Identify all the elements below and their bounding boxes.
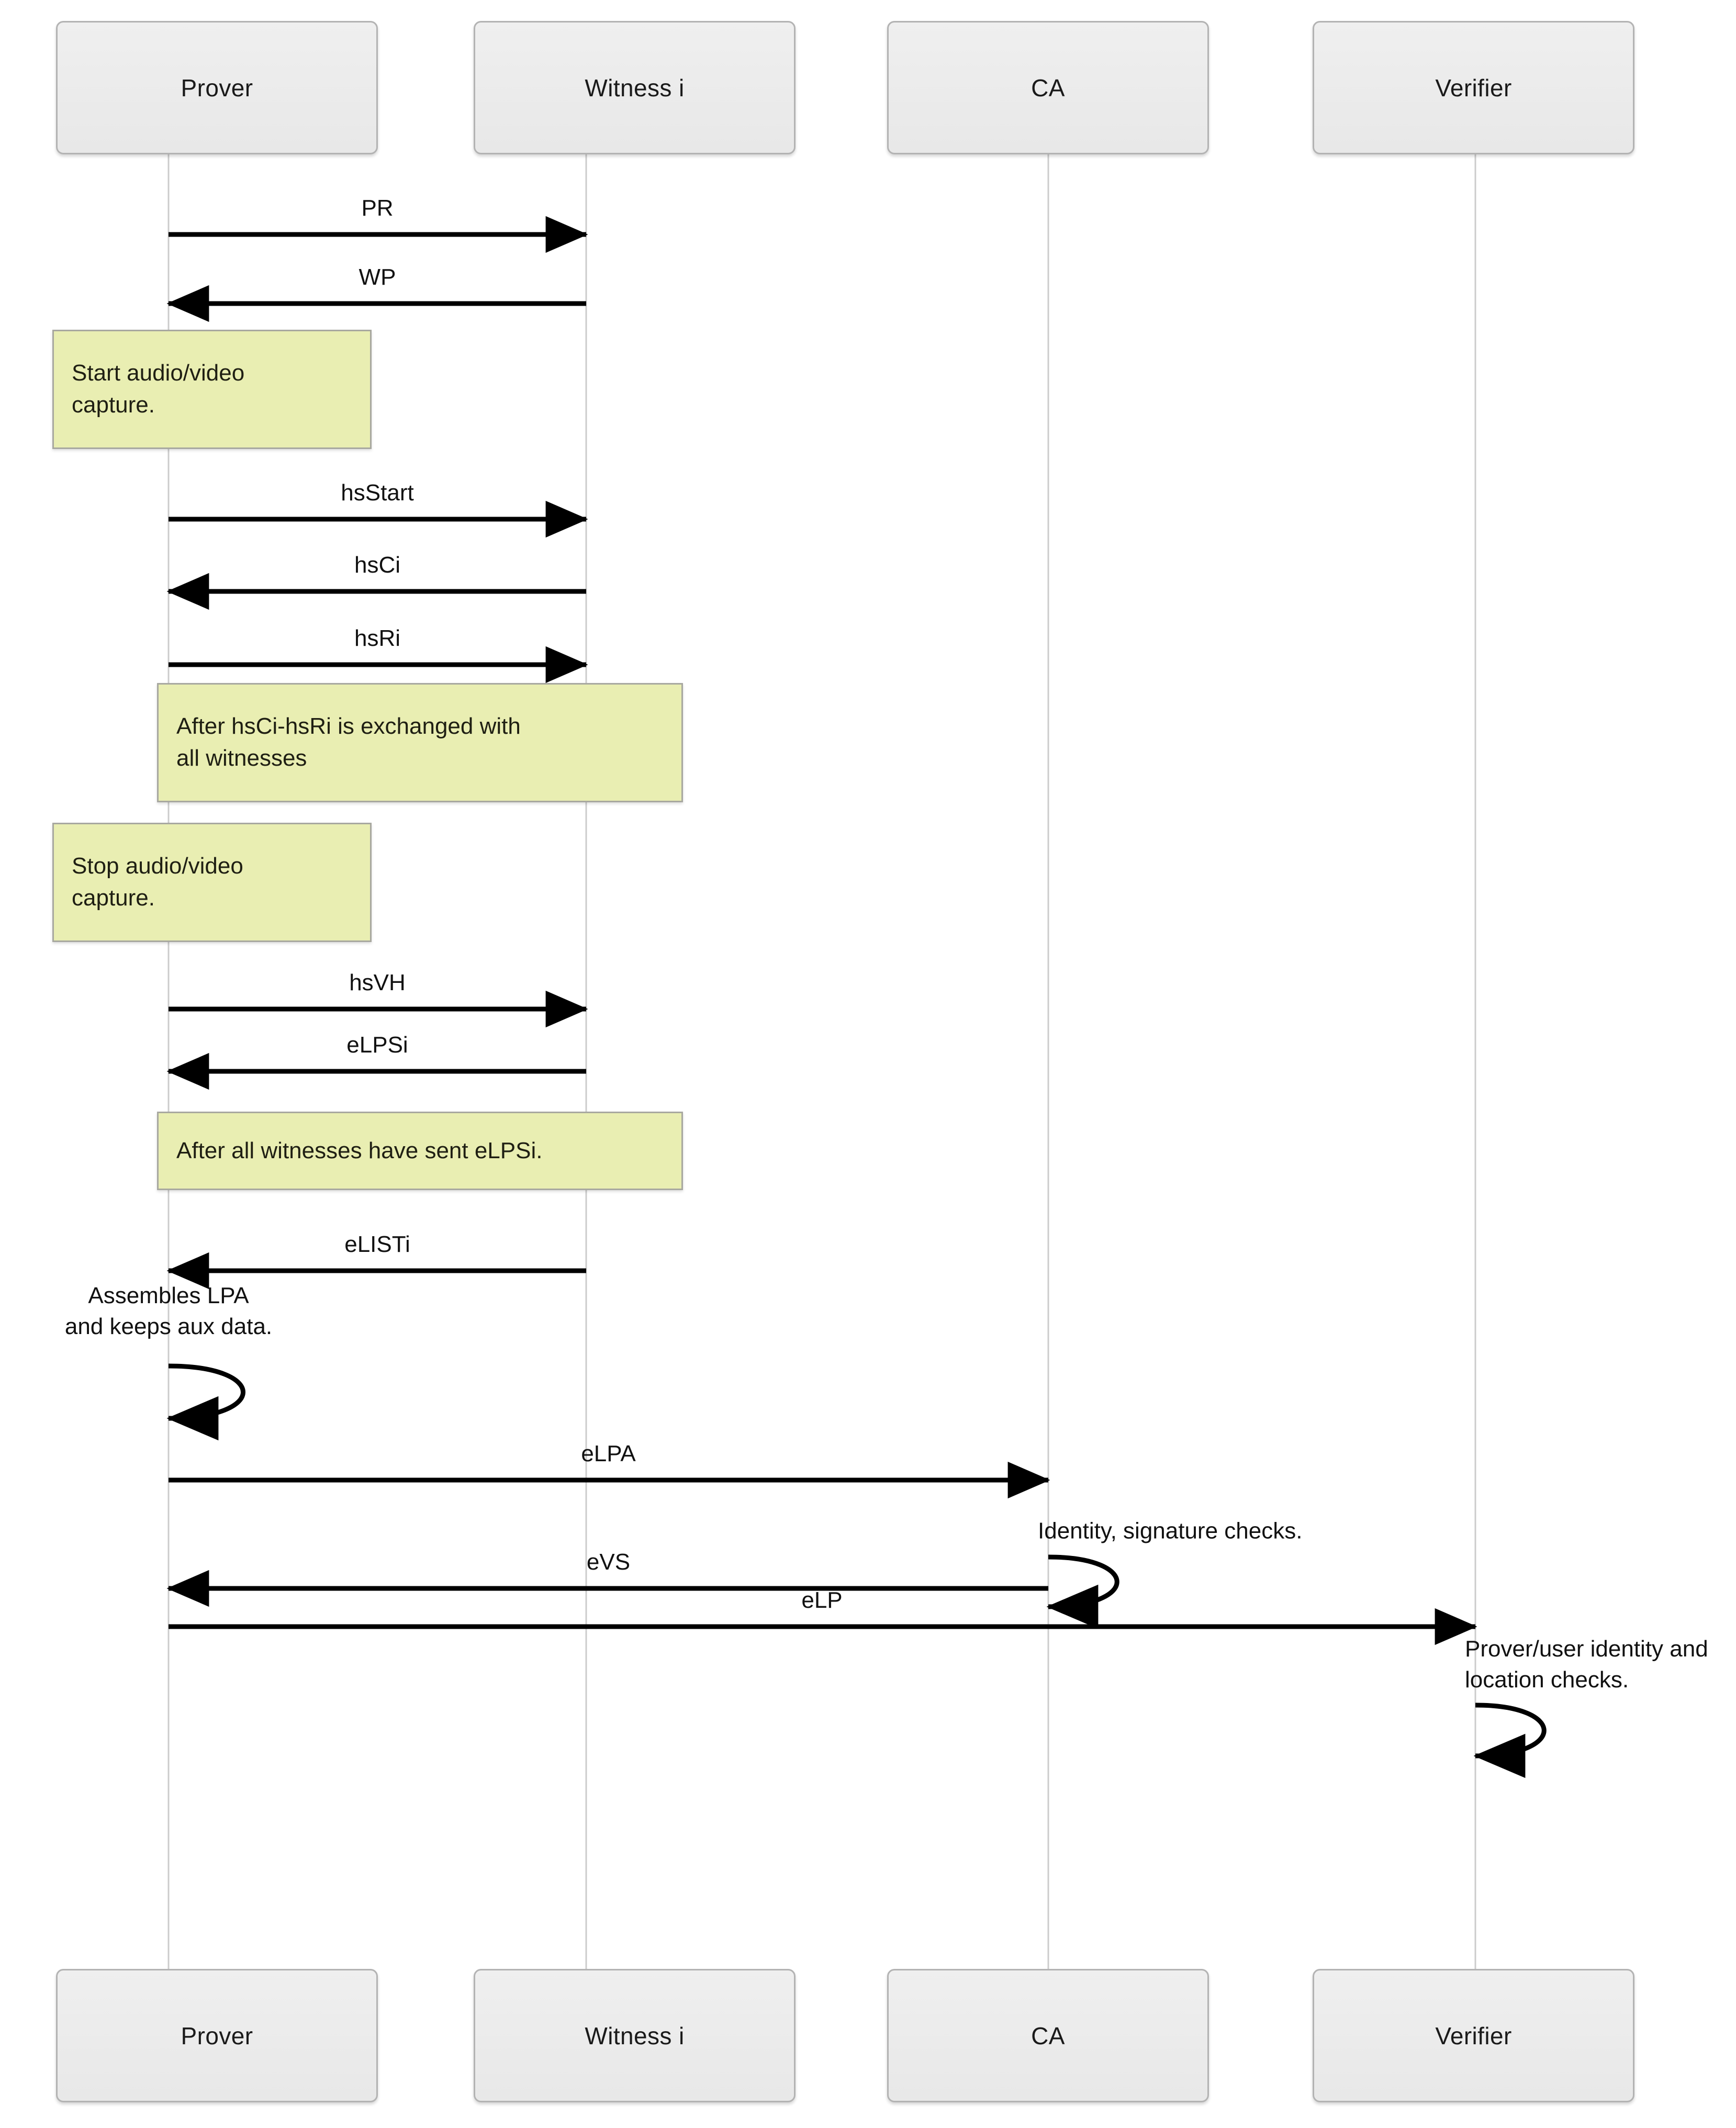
message-label-m1: PR: [361, 195, 394, 221]
participant-label-verifier: Verifier: [1435, 74, 1512, 102]
message-label-m3: hsStart: [341, 479, 414, 506]
participant-box-prover-top[interactable]: Prover: [56, 21, 378, 154]
message-label-m9: eLPA: [581, 1440, 636, 1466]
note-text: Stop audio/video capture.: [72, 853, 243, 911]
participant-box-verifier-top[interactable]: Verifier: [1313, 21, 1634, 154]
note-n1: Start audio/video capture.: [52, 330, 372, 449]
message-label-m7: eLPSi: [346, 1032, 408, 1058]
participant-label-ca: CA: [1031, 74, 1065, 102]
participant-label-prover: Prover: [181, 2022, 253, 2049]
participant-label-ca: CA: [1031, 2022, 1065, 2049]
note-text: After all witnesses have sent eLPSi.: [176, 1137, 543, 1163]
participant-label-verifier: Verifier: [1435, 2022, 1512, 2049]
message-label-m5: hsRi: [354, 625, 401, 651]
participant-label-witness: Witness i: [585, 74, 685, 102]
participant-box-witness-top[interactable]: Witness i: [474, 21, 796, 154]
self-loop-s1: [166, 1363, 245, 1441]
message-label-m2: WP: [359, 264, 396, 290]
participant-label-prover: Prover: [181, 74, 253, 102]
self-loop-s3: [1473, 1703, 1547, 1778]
note-n3: Stop audio/video capture.: [52, 823, 372, 942]
self-message-label-s1: Assembles LPA and keeps aux data.: [64, 1283, 273, 1340]
self-loop-s2: [1046, 1554, 1119, 1629]
note-text: Start audio/video capture.: [72, 360, 245, 418]
message-label-m4: hsCi: [354, 552, 401, 578]
participant-box-verifier-bottom[interactable]: Verifier: [1313, 1969, 1634, 2102]
note-text: After hsCi-hsRi is exchanged with all wi…: [176, 713, 521, 771]
participant-label-witness: Witness i: [585, 2022, 685, 2049]
note-n2: After hsCi-hsRi is exchanged with all wi…: [157, 683, 683, 802]
self-message-label-s2: Identity, signature checks.: [1038, 1518, 1303, 1544]
message-label-m6: hsVH: [349, 969, 406, 995]
message-label-m11: eLP: [801, 1587, 843, 1613]
participant-box-witness-bottom[interactable]: Witness i: [474, 1969, 796, 2102]
participant-box-ca-top[interactable]: CA: [887, 21, 1209, 154]
participant-box-prover-bottom[interactable]: Prover: [56, 1969, 378, 2102]
message-label-m8: eLISTi: [344, 1231, 410, 1257]
note-n4: After all witnesses have sent eLPSi.: [157, 1112, 683, 1190]
self-message-loops: [166, 1363, 1547, 1778]
message-arrows: [166, 216, 1477, 1645]
self-message-label-s3: Prover/user identity and location checks…: [1465, 1636, 1708, 1693]
participant-box-ca-bottom[interactable]: CA: [887, 1969, 1209, 2102]
message-label-m10: eVS: [586, 1549, 631, 1575]
